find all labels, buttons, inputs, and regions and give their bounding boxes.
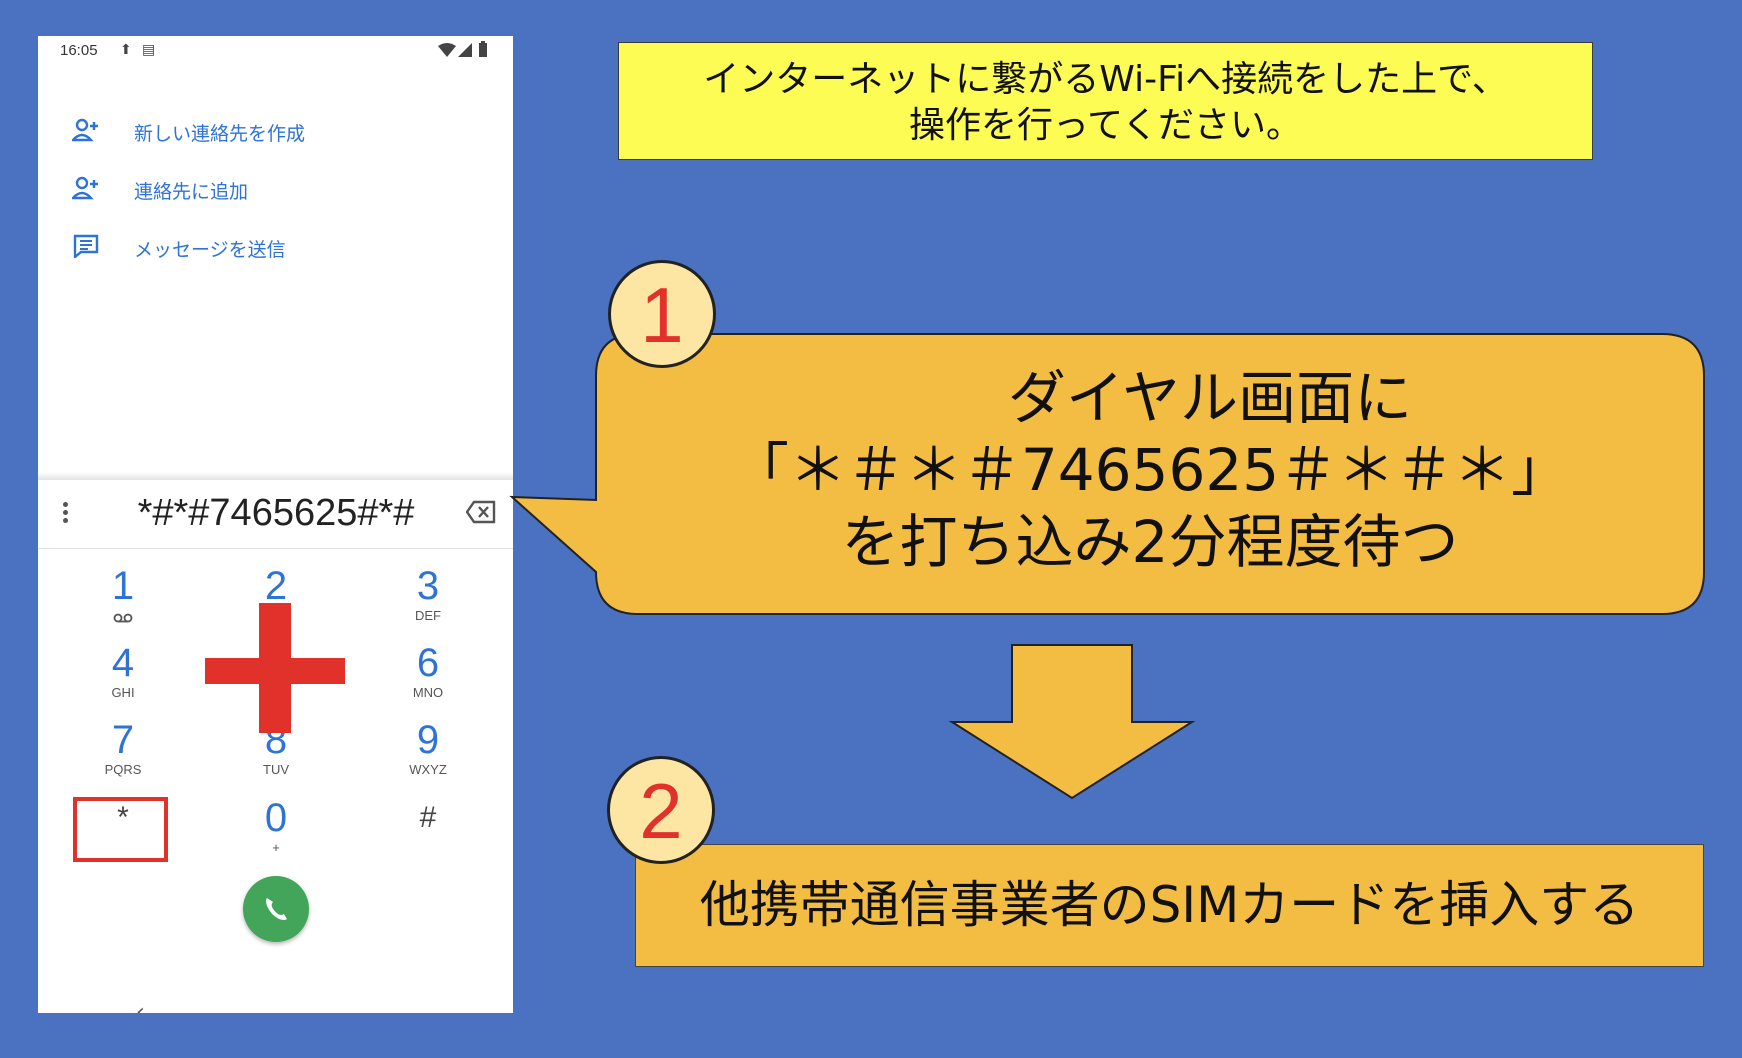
key-digit: 1 <box>111 564 135 608</box>
step2-text: 他携帯通信事業者のSIMカードを挿入する <box>699 876 1640 934</box>
wifi-notice: インターネットに繋がるWi-Fiへ接続をした上で、 操作を行ってください。 <box>618 42 1593 160</box>
wifi-icon <box>438 43 456 57</box>
menu-item-add-to-contact[interactable]: 連絡先に追加 <box>38 164 513 212</box>
card-icon: ▤ <box>142 41 156 57</box>
key-9[interactable]: 9 WXYZ <box>368 718 488 788</box>
key-4[interactable]: 4 GHI <box>63 641 183 711</box>
key-1[interactable]: 1 <box>63 564 183 634</box>
key-digit: 0 <box>264 796 288 840</box>
menu-item-create-contact[interactable]: 新しい連絡先を作成 <box>38 106 513 154</box>
battery-icon <box>479 41 487 57</box>
signal-icon <box>458 43 472 57</box>
key-digit: * <box>117 801 129 834</box>
phone-icon <box>266 898 287 920</box>
voicemail-icon <box>113 613 133 623</box>
upload-icon: ⬆ <box>120 41 132 57</box>
menu-item-label: メッセージを送信 <box>134 239 286 261</box>
nav-back-icon[interactable]: ‹ <box>136 1000 145 1013</box>
step1-number-badge: 1 <box>608 260 716 368</box>
key-letters: WXYZ <box>409 762 447 777</box>
notice-line-2: 操作を行ってください。 <box>908 105 1303 146</box>
message-icon <box>73 234 99 258</box>
key-digit: # <box>419 801 437 834</box>
phone-screenshot: 16:05 ⬆ ▤ 新しい連絡先を作成 連絡先に追加 <box>38 36 513 1013</box>
add-person-icon <box>72 176 98 200</box>
call-button[interactable] <box>243 876 309 942</box>
key-letters: DEF <box>415 608 441 623</box>
key-digit: 6 <box>416 641 440 685</box>
key-letters: + <box>272 840 280 855</box>
menu-item-label: 連絡先に追加 <box>134 181 249 203</box>
key-hash[interactable]: # <box>368 796 488 866</box>
key-digit: 3 <box>416 564 440 608</box>
red-cross-annotation <box>205 658 345 684</box>
key-7[interactable]: 7 PQRS <box>63 718 183 788</box>
key-letters: MNO <box>412 685 444 700</box>
step1-line-2: 「＊＃＊＃7465625＃＊＃＊」 <box>730 436 1570 504</box>
key-letters: GHI <box>111 685 135 700</box>
key-letters: PQRS <box>104 762 142 777</box>
menu-item-label: 新しい連絡先を作成 <box>134 123 306 145</box>
dialed-number-row: *#*#7465625#*# <box>38 480 513 549</box>
key-digit: 2 <box>264 564 288 608</box>
step2-number-badge: 2 <box>607 756 715 864</box>
notice-line-1: インターネットに繋がるWi-Fiへ接続をした上で、 <box>703 59 1508 100</box>
key-digit: 4 <box>111 641 135 685</box>
step1-instruction: ダイヤル画面に 「＊＃＊＃7465625＃＊＃＊」 を打ち込み2分程度待つ <box>620 362 1680 578</box>
key-star[interactable]: * <box>63 796 183 866</box>
dialed-number[interactable]: *#*#7465625#*# <box>137 492 415 534</box>
more-options-icon[interactable] <box>63 502 69 526</box>
step1-line-1: ダイヤル画面に <box>1007 364 1413 432</box>
key-letters: TUV <box>263 762 289 777</box>
star-key-highlight <box>73 797 168 862</box>
menu-item-send-message[interactable]: メッセージを送信 <box>38 222 513 270</box>
down-arrow <box>948 644 1196 800</box>
add-person-icon <box>72 118 98 142</box>
key-digit: 7 <box>111 718 135 762</box>
key-digit: 9 <box>416 718 440 762</box>
status-bar: 16:05 ⬆ ▤ <box>38 36 513 64</box>
dialpad-divider <box>38 472 513 480</box>
backspace-icon[interactable] <box>466 500 496 524</box>
key-0[interactable]: 0 + <box>216 796 336 866</box>
step2-instruction: 他携帯通信事業者のSIMカードを挿入する <box>635 844 1704 967</box>
status-time: 16:05 <box>60 42 98 59</box>
step1-line-3: を打ち込み2分程度待つ <box>841 508 1459 576</box>
key-6[interactable]: 6 MNO <box>368 641 488 711</box>
key-3[interactable]: 3 DEF <box>368 564 488 634</box>
